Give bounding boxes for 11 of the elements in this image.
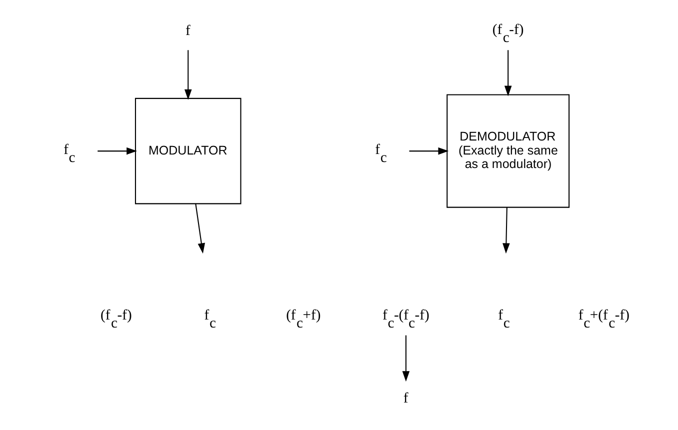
arrow [408, 147, 448, 155]
node-text: f [402, 390, 408, 407]
node-text: f [185, 23, 190, 40]
arrow [402, 335, 410, 382]
arrow [504, 50, 512, 96]
node-box: DEMODULATOR (Exactly the same as a modulator) [446, 94, 570, 208]
arrow [502, 207, 510, 254]
arrow [194, 204, 205, 254]
arrow [184, 50, 192, 100]
arrow [97, 147, 137, 155]
node-box: MODULATOR [134, 98, 241, 204]
